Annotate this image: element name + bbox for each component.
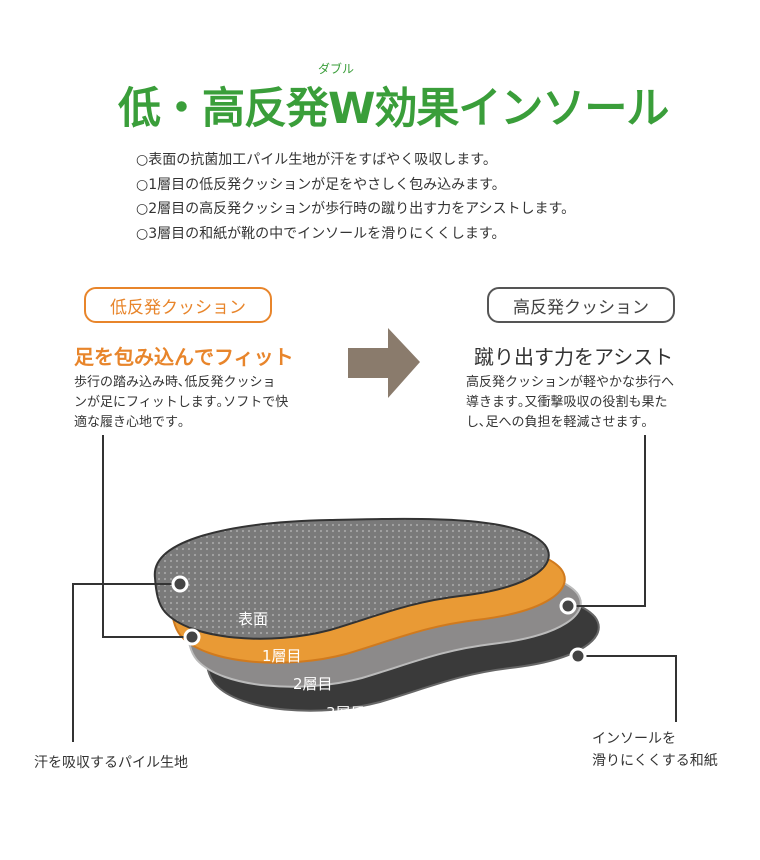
desc-line: ンが足にフィットします｡ソフトで快 xyxy=(74,395,289,410)
high-rebound-badge: 高反発クッション xyxy=(487,287,675,323)
feature-item: ○2層目の高反発クッションが歩行時の蹴り出す力をアシストします。 xyxy=(136,201,576,217)
callout-dots xyxy=(171,575,587,665)
layer1-label: 1層目 xyxy=(262,647,302,665)
arrow-icon xyxy=(348,328,420,398)
washi-callout-label: インソールを 滑りにくくする和紙 xyxy=(592,728,718,772)
low-rebound-description: 歩行の踏み込み時､低反発クッショ ンが足にフィットします｡ソフトで快 適な履き心… xyxy=(74,373,314,433)
high-rebound-heading: 蹴り出す力をアシスト xyxy=(474,345,674,369)
low-rebound-heading: 足を包み込んでフィット xyxy=(74,345,294,369)
surface-label: 表面 xyxy=(238,610,268,628)
feature-list: ○表面の抗菌加工パイル生地が汗をすばやく吸収します。 ○1層目の低反発クッション… xyxy=(136,148,575,246)
callout-line: インソールを xyxy=(592,731,676,747)
title-ruby: ダブル xyxy=(318,62,355,76)
layer2-label: 2層目 xyxy=(293,675,333,693)
feature-item: ○1層目の低反発クッションが足をやさしく包み込みます。 xyxy=(136,176,506,193)
low-rebound-badge: 低反発クッション xyxy=(84,287,272,323)
desc-line: 適な履き心地です｡ xyxy=(74,415,185,430)
feature-item: ○3層目の和紙が靴の中でインソールを滑りにくくします。 xyxy=(136,225,506,242)
feature-item: ○表面の抗菌加工パイル生地が汗をすばやく吸収します。 xyxy=(136,152,497,168)
high-rebound-description: 高反発クッションが軽やかな歩行へ 導きます｡又衝撃吸収の役割も果た し､足への負… xyxy=(466,373,716,433)
desc-line: 高反発クッションが軽やかな歩行へ xyxy=(466,375,675,390)
desc-line: し､足への負担を軽減させます｡ xyxy=(466,415,649,430)
page-title: 低・高反発W効果インソール xyxy=(118,84,669,134)
desc-line: 歩行の踏み込み時､低反発クッショ xyxy=(74,375,276,390)
desc-line: 導きます｡又衝撃吸収の役割も果た xyxy=(466,395,668,410)
leader-lines xyxy=(72,435,677,742)
layer3-label: 3層目 xyxy=(326,704,366,722)
callout-line: 滑りにくくする和紙 xyxy=(592,753,718,769)
pile-callout-label: 汗を吸収するパイル生地 xyxy=(34,755,188,771)
